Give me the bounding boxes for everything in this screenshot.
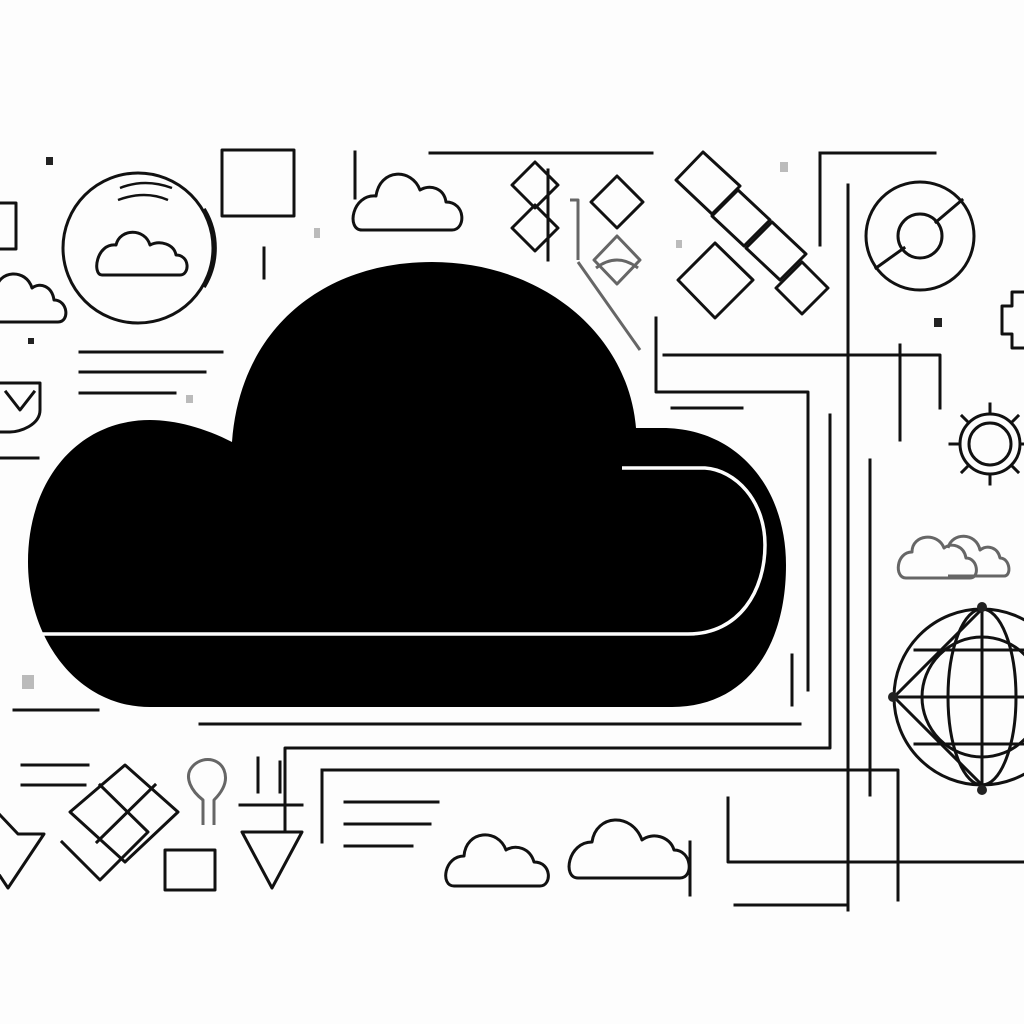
connector-line	[576, 261, 642, 351]
lightbulb-icon	[187, 758, 228, 825]
small-cloud-icon	[567, 818, 691, 880]
diamond-cluster-icon	[59, 763, 180, 882]
diamond-cluster-icon	[510, 150, 830, 320]
triangle-icon	[240, 830, 304, 890]
square-icon	[163, 848, 217, 892]
wifi-cloud-icon	[61, 171, 217, 325]
dot-accents	[22, 157, 942, 689]
triangle-icon	[0, 812, 46, 890]
square-icon	[220, 148, 296, 218]
small-cloud-icon	[0, 272, 68, 324]
square-icon	[0, 201, 18, 251]
connector-line	[570, 198, 580, 260]
bracket-icon	[1000, 290, 1024, 350]
main-cloud-icon	[28, 262, 786, 707]
small-cloud-icon	[351, 172, 464, 232]
globe-icon	[888, 602, 1024, 795]
target-ring-icon	[864, 180, 976, 292]
small-cloud-icon	[444, 833, 550, 888]
double-cloud-icon	[896, 534, 1011, 580]
mail-icon	[0, 381, 42, 434]
gear-icon	[948, 402, 1024, 486]
circuit-lines	[0, 150, 1024, 912]
